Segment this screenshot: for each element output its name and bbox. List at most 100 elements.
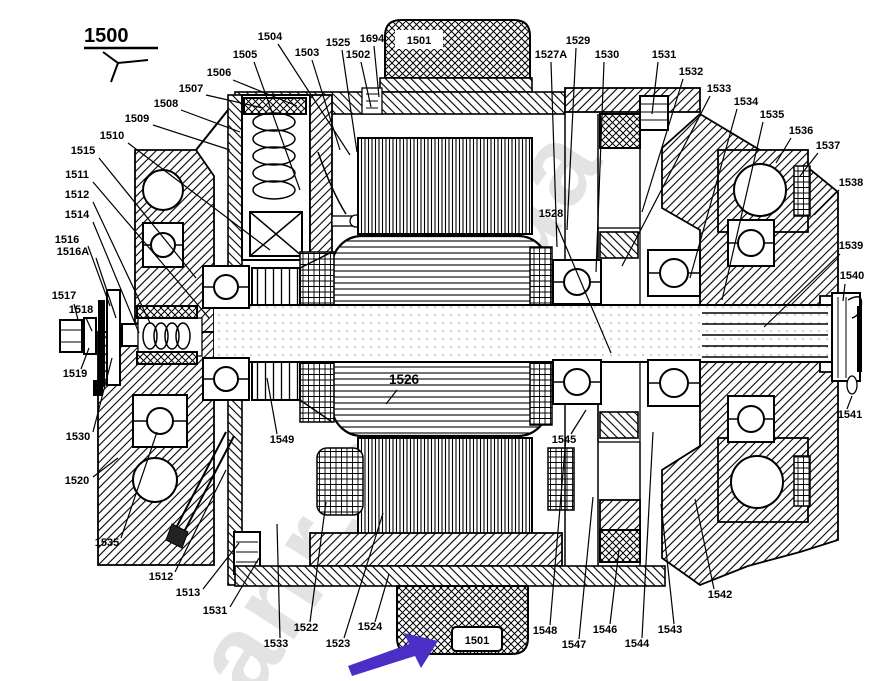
preload-spring <box>136 305 203 365</box>
part-label-1513: 1513 <box>176 587 200 599</box>
part-label-1527A: 1527A <box>535 49 567 61</box>
part-label-1694: 1694 <box>360 33 385 45</box>
part-label-1536: 1536 <box>789 125 813 137</box>
leader-line-1543 <box>660 503 675 625</box>
part-label-1546: 1546 <box>593 624 617 636</box>
part-label-1535: 1535 <box>95 537 119 549</box>
part-label-1518: 1518 <box>69 304 93 316</box>
part-label-1516: 1516 <box>55 234 79 246</box>
bearing-bracket-top <box>142 222 184 268</box>
motor-cross-section-drawing: 1500 <box>59 19 863 676</box>
part-label-1539: 1539 <box>839 240 863 252</box>
leader-line-1514 <box>92 221 140 334</box>
leader-line-1531 <box>229 557 260 608</box>
leader-line-1504 <box>277 43 351 156</box>
part-label-1508: 1508 <box>154 98 178 110</box>
part-label-1541: 1541 <box>838 409 862 421</box>
part-label-1530: 1530 <box>66 431 90 443</box>
bearing-left-top <box>202 265 250 309</box>
stator-winding-bottom <box>357 437 533 535</box>
part-label-1509: 1509 <box>125 113 149 125</box>
leader-line-1502 <box>360 61 372 108</box>
part-label-1510: 1510 <box>100 130 124 142</box>
bearing-right-bottom <box>647 359 701 407</box>
part-label-1501: 1501 <box>465 635 489 647</box>
leader-line-1513 <box>202 542 240 590</box>
part-label-1529: 1529 <box>566 35 590 47</box>
leader-line-1546 <box>609 549 620 625</box>
leader-line-1548 <box>549 436 567 626</box>
brush-spring-assembly <box>241 94 363 261</box>
leader-line-1506 <box>232 79 298 107</box>
stator-winding-top <box>357 137 533 235</box>
part-label-1506: 1506 <box>207 67 231 79</box>
label-box-1501 <box>451 626 503 652</box>
part-label-1507: 1507 <box>179 83 203 95</box>
leader-line-1512 <box>174 469 227 573</box>
part-label-1534: 1534 <box>734 96 759 108</box>
leader-line-1528 <box>555 222 612 354</box>
leader-line-1537 <box>799 152 819 177</box>
leader-line-1530 <box>595 61 605 273</box>
shaft-splines <box>702 312 828 358</box>
part-label-1528: 1528 <box>539 208 563 220</box>
label-box-1501 <box>395 30 443 49</box>
leader-line-1539 <box>763 253 841 328</box>
leader-line-1516 <box>87 245 111 307</box>
leader-line-1507 <box>205 94 264 109</box>
part-label-1512: 1512 <box>149 571 173 583</box>
part-label-1514: 1514 <box>65 209 90 221</box>
leader-line-1509 <box>152 124 231 151</box>
part-label-1504: 1504 <box>258 31 283 43</box>
labyrinth-seal-stack <box>599 499 641 531</box>
bearing-left-bottom <box>202 357 250 401</box>
part-label-1523: 1523 <box>326 638 350 650</box>
part-label-1544: 1544 <box>625 638 650 650</box>
part-label-1516A: 1516A <box>57 246 89 258</box>
adjusting-bolt-assembly <box>59 289 147 396</box>
part-label-1545: 1545 <box>552 434 576 446</box>
part-label-1547: 1547 <box>562 639 586 651</box>
figure-number: 1500 <box>84 25 129 47</box>
leader-line-1535 <box>120 431 158 539</box>
part-label-1505: 1505 <box>233 49 257 61</box>
part-label-1517: 1517 <box>52 290 76 302</box>
bearing-bracket-bottom <box>132 394 188 448</box>
right-top-corner-block <box>717 149 811 233</box>
part-label-1533: 1533 <box>707 83 731 95</box>
leader-line-1503 <box>311 59 341 151</box>
part-label-1512: 1512 <box>65 189 89 201</box>
leader-line-1538 <box>813 189 840 216</box>
part-label-1531: 1531 <box>652 49 676 61</box>
right-bottom-corner-block <box>717 437 811 523</box>
part-label-1522: 1522 <box>294 622 318 634</box>
leader-line-1529 <box>566 47 577 231</box>
part-label-1519: 1519 <box>63 368 87 380</box>
leader-line-1536 <box>775 137 792 164</box>
part-label-1525: 1525 <box>326 37 350 49</box>
stator-yoke-bottom <box>309 532 563 567</box>
leader-line-1508 <box>180 109 241 133</box>
leader-line-1532 <box>641 78 684 213</box>
leader-line-1545 <box>570 409 587 435</box>
part-label-1549: 1549 <box>270 434 294 446</box>
part-label-1520: 1520 <box>65 475 89 487</box>
labyrinth-seal-stack2 <box>599 529 641 563</box>
part-label-1535: 1535 <box>760 109 784 121</box>
bearing-mid-top <box>552 259 602 305</box>
bearing-right-top <box>647 249 701 297</box>
part-label-1542: 1542 <box>708 589 732 601</box>
leader-line-1533 <box>276 523 281 639</box>
leader-line-1542 <box>694 498 715 590</box>
leader-line-1510 <box>127 142 271 251</box>
retainer-hook <box>847 296 863 319</box>
leader-line-1544 <box>641 431 654 639</box>
leader-line-1540 <box>842 283 846 302</box>
leader-line-1530 <box>92 357 113 433</box>
part-label-1524: 1524 <box>358 621 383 633</box>
leader-line-1522 <box>309 501 327 623</box>
leader-line-1516A <box>95 257 117 319</box>
leader-line-1547 <box>578 496 594 640</box>
